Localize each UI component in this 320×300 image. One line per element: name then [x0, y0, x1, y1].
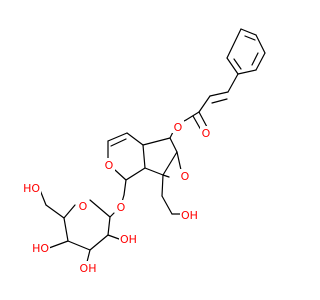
pyran-oxygen-label: O — [105, 159, 114, 172]
bond — [192, 115, 202, 131]
bond — [63, 217, 69, 242]
atom-labels: O O O O O O OH HO HO OH OH — [17, 120, 212, 275]
epoxide-oxygen-label: O — [181, 170, 190, 183]
bond — [142, 137, 171, 146]
sugar-c2-oh-label: OH — [120, 233, 137, 246]
bond — [255, 52, 266, 71]
bond — [109, 212, 115, 218]
bond — [86, 249, 91, 263]
bond — [126, 132, 144, 146]
bond — [237, 69, 257, 75]
bond — [161, 195, 173, 215]
sugar-ch2oh-oh-label: HO — [23, 182, 40, 195]
bond — [144, 167, 164, 176]
bond — [198, 111, 208, 128]
bond — [107, 216, 111, 236]
bond — [255, 34, 266, 54]
bond — [251, 52, 259, 66]
ester-oxygen-label: O — [174, 121, 183, 134]
bond — [110, 138, 127, 147]
bond — [233, 58, 242, 70]
bond — [161, 174, 164, 197]
bond — [169, 137, 178, 153]
bond — [240, 28, 257, 36]
hydroxymethyl-oh-label: OH — [181, 209, 198, 222]
bond — [67, 240, 91, 251]
bond — [89, 234, 109, 251]
bonds — [39, 28, 266, 263]
bond — [123, 179, 127, 196]
bond — [162, 174, 170, 178]
bond — [107, 234, 120, 240]
bond — [226, 28, 242, 59]
bond — [226, 57, 239, 75]
bond — [48, 240, 69, 249]
bond — [89, 199, 111, 218]
bond — [114, 169, 127, 181]
bond — [244, 35, 256, 41]
bond — [162, 151, 178, 176]
bond — [176, 151, 182, 171]
bond — [107, 132, 128, 142]
bond — [209, 91, 229, 97]
bond — [198, 95, 211, 113]
molecule-structure: O O O O O O OH HO HO OH OH — [17, 28, 266, 275]
sugar-c3-oh-label: OH — [80, 262, 97, 275]
carbonyl-oxygen-label: O — [202, 127, 211, 140]
bond — [185, 111, 200, 121]
bond — [142, 144, 146, 169]
bond — [125, 167, 146, 181]
bond — [211, 98, 228, 104]
sugar-c4-oh-label: HO — [32, 242, 49, 255]
bond — [45, 204, 65, 219]
glycosidic-oxygen-label: O — [117, 201, 126, 214]
sugar-ring-oxygen-label: O — [79, 200, 88, 213]
bond — [227, 73, 239, 93]
bond — [63, 204, 76, 219]
